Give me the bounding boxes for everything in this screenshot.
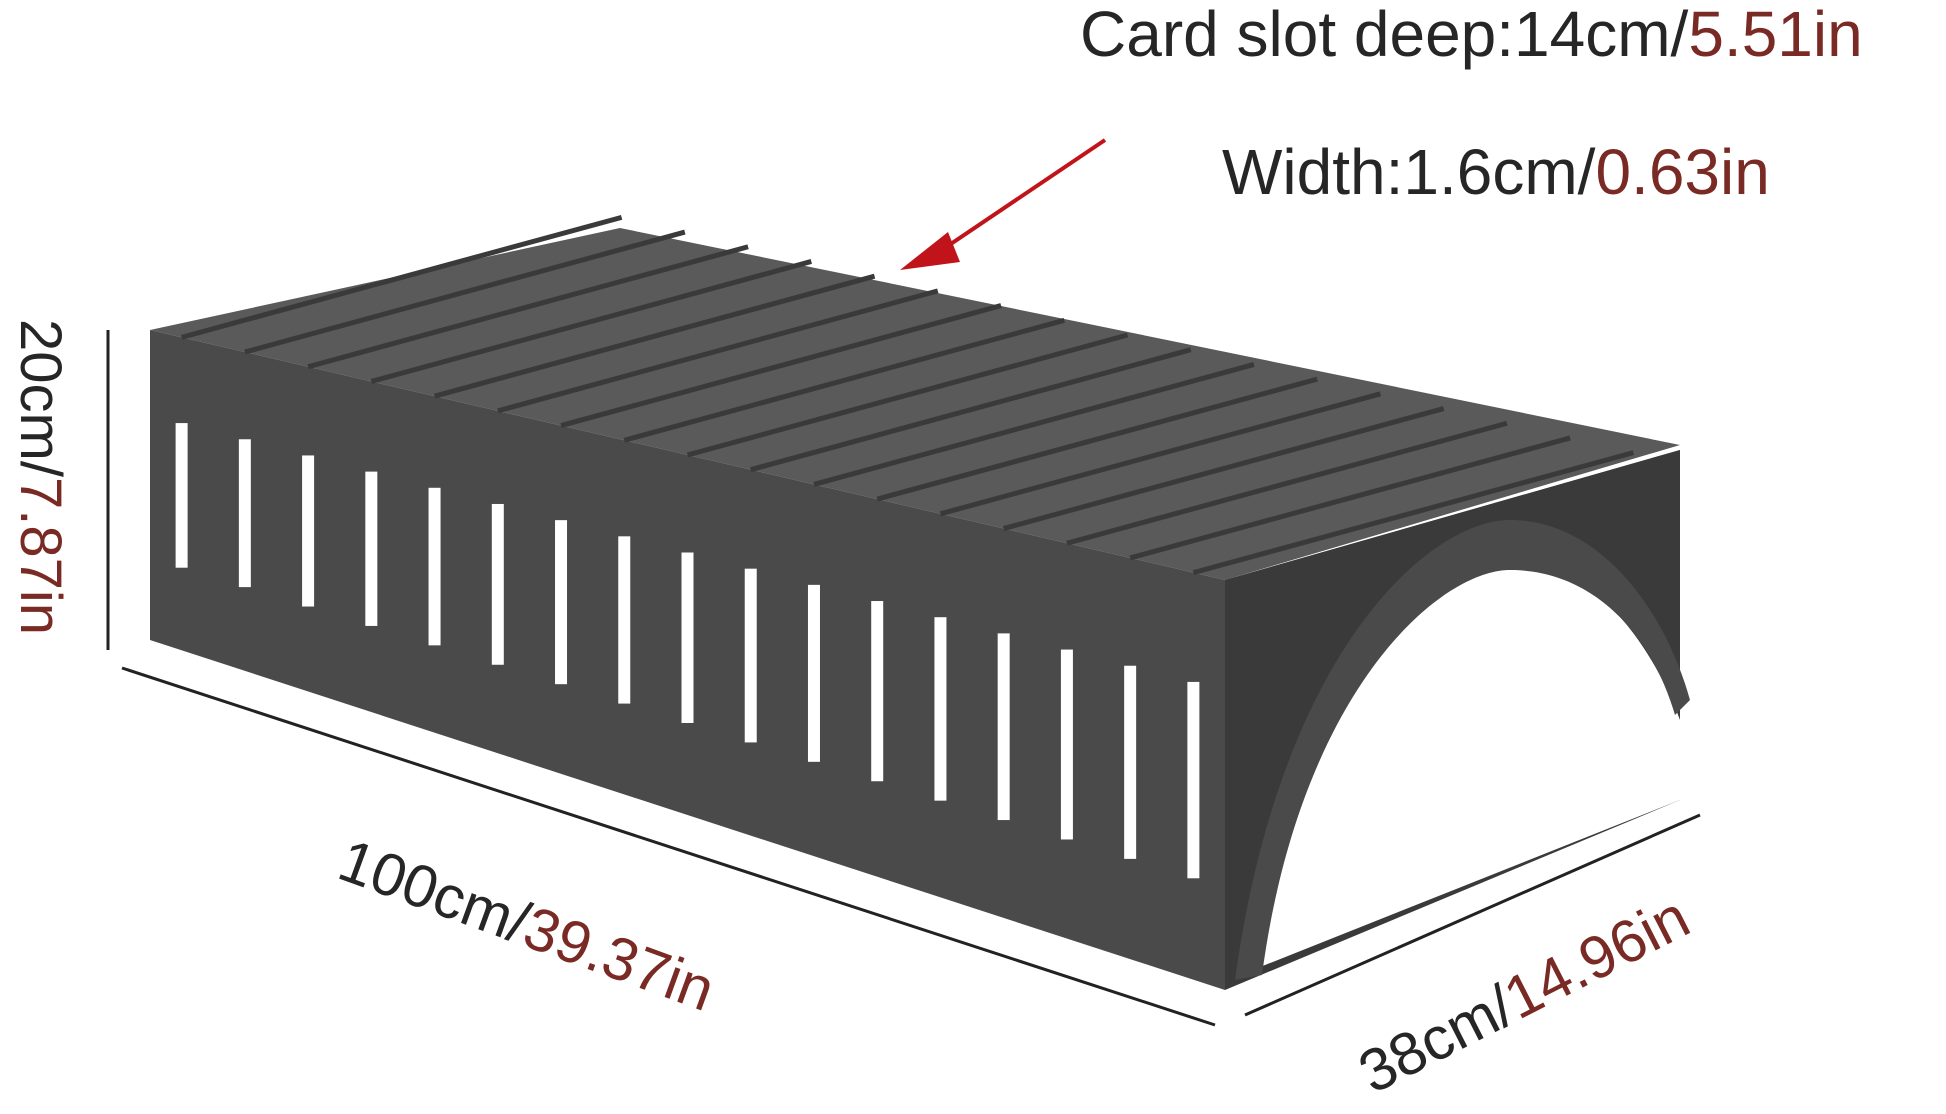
slot-cutout <box>175 423 188 568</box>
slot-cutout <box>871 601 884 782</box>
top-slit <box>750 347 1192 473</box>
slot-cutout <box>365 471 378 626</box>
slot-depth-imperial: 5.51in <box>1688 0 1863 70</box>
slot-cutout <box>1060 649 1073 840</box>
rack-top-slits <box>180 214 1635 576</box>
slot-cutout <box>302 455 315 607</box>
slot-depth-label: Card slot deep:14cm/5.51in <box>1080 2 1863 66</box>
slot-cutout <box>618 536 631 704</box>
rack-slot-cutouts <box>175 423 1200 879</box>
top-slit <box>813 361 1255 487</box>
slot-cutout <box>555 520 568 685</box>
length-dimension-line <box>121 666 1216 1027</box>
slot-cutout <box>807 584 820 762</box>
slot-cutout <box>744 568 757 743</box>
slot-cutout <box>934 617 947 801</box>
top-slit <box>307 244 749 370</box>
slot-cutout <box>681 552 694 723</box>
top-slit <box>1066 420 1508 546</box>
top-slit <box>686 332 1129 458</box>
top-slit <box>1003 406 1445 531</box>
red-arrow-pointer-icon <box>900 138 1107 270</box>
top-slit <box>180 214 623 340</box>
top-slit <box>370 259 812 384</box>
height-label: 20cm/7.87in <box>8 319 73 699</box>
top-slit <box>1192 450 1635 576</box>
top-slit <box>560 303 1002 429</box>
slot-depth-metric: 14cm/ <box>1514 0 1689 70</box>
top-slit <box>1129 435 1571 561</box>
slot-width-caption: Width: <box>1222 136 1404 208</box>
rack-arch-opening <box>1240 560 1680 975</box>
top-slit <box>939 391 1382 517</box>
slot-cutout <box>428 487 441 646</box>
top-slit <box>244 229 686 355</box>
slot-cutout <box>1124 665 1137 859</box>
top-slit <box>623 317 1065 443</box>
height-metric: 20cm/ <box>8 319 73 477</box>
slot-cutout <box>997 633 1010 821</box>
height-imperial: 7.87in <box>8 476 73 635</box>
slot-depth-caption: Card slot deep: <box>1080 0 1515 70</box>
top-slit <box>497 288 939 414</box>
slot-width-metric: 1.6cm/ <box>1403 136 1596 208</box>
depth-dimension-line <box>1244 813 1701 1017</box>
rack-top-surface <box>150 228 1680 580</box>
top-slit <box>433 273 876 399</box>
slot-cutout <box>491 503 504 665</box>
top-slit <box>876 376 1318 502</box>
slot-width-imperial: 0.63in <box>1595 136 1770 208</box>
slot-cutout <box>238 439 251 588</box>
slot-width-label: Width:1.6cm/0.63in <box>1222 140 1770 204</box>
slot-cutout <box>1187 681 1200 879</box>
